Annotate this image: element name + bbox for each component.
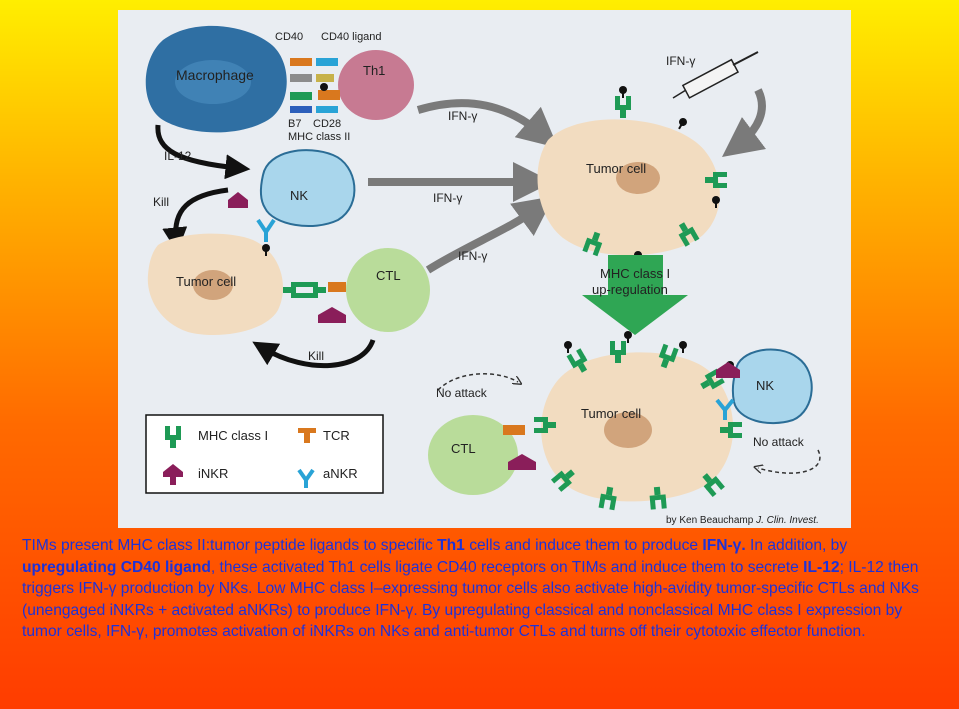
inkr-mid [318,307,346,323]
no-attack-arrow-2 [758,449,821,474]
inkr-top [228,192,248,208]
caption-bold: Th1 [437,537,465,554]
ifn-label-1: IFN-γ [448,109,477,123]
ifn-syringe-arrow [722,88,767,158]
ifn-label-2: IFN-γ [433,191,462,205]
kill-top-arrow [162,187,229,253]
syringe-icon [672,51,759,99]
nk-cell-bottom: NK [731,348,813,425]
nk-bottom-label: NK [756,378,774,393]
inkr-ctl-bottom [508,454,536,470]
ctl-cell-bottom: CTL [428,415,518,495]
caption-part: ; IL-12 then triggers IFN-γ production b… [22,558,919,641]
caption-bold: IL-12 [803,558,840,576]
caption-bold: IFN-γ. [702,537,746,554]
ctl-mid-label: CTL [376,268,401,283]
legend-ankr-label: aNKR [323,466,358,481]
ifn-label-3: IFN-γ [458,249,487,263]
upreg-line2: up-regulation [592,282,668,297]
ifn-syringe-label: IFN-γ [666,54,695,68]
synapse-receptors [290,58,340,113]
cd28-label: CD28 [313,118,341,130]
cd40-ligand-label: CD40 ligand [321,31,382,43]
tumor-cell-left: Tumor cell [147,233,284,336]
kill-bottom-arrow [252,338,376,369]
legend-mhc-label: MHC class I [198,428,268,443]
tumor-cell-bottom: Tumor cell [541,352,734,502]
cd40-label: CD40 [275,31,303,43]
mhc-class-ii-label: MHC class II [288,131,350,143]
tcr-mid [328,282,346,292]
immunology-diagram: Macrophage Th1 CD40 CD40 ligand B7 CD28 … [118,10,851,528]
b7-label: B7 [288,118,301,130]
nk-top-label: NK [290,188,308,203]
caption-part: cells and induce them to produce [464,537,703,554]
ifn-arrow-1 [416,99,559,149]
th1-label: Th1 [363,63,385,78]
kill-bottom-label: Kill [308,349,324,363]
tumor-cell-left-label: Tumor cell [176,274,236,289]
tumor-cell-bottom-label: Tumor cell [581,406,641,421]
upreg-line1: MHC class I [600,266,670,281]
kill-top-label: Kill [153,195,169,209]
th1-cell: Th1 [338,50,414,120]
legend-tcr-icon [298,428,316,443]
ankr-bottom [715,398,735,420]
macrophage-label: Macrophage [176,67,254,83]
no-attack-2-label: No attack [753,435,805,449]
no-attack-arrow-1 [437,373,518,391]
ankr-top [256,218,276,242]
credit-line: by Ken Beauchamp J. Clin. Invest. [666,515,819,526]
legend-inkr-icon [163,464,183,485]
inkr-bottom [716,362,740,378]
caption-text: TIMs present MHC class II:tumor peptide … [22,535,942,643]
upregulation-arrow [582,255,688,335]
tcr-bottom [503,425,525,435]
tumor-cell-top-label: Tumor cell [586,161,646,176]
il12-label: IL-12 [164,149,192,163]
legend-ankr-icon [297,468,315,488]
caption-bold: upregulating CD40 ligand [22,558,211,576]
caption-part: In addition, by [745,537,848,554]
ctl-cell-mid: CTL [346,248,430,332]
tumor-cell-top: Tumor cell [537,119,720,256]
legend-tcr-label: TCR [323,428,350,443]
ifn-arrow-3 [425,196,555,274]
legend-box: MHC class I TCR iNKR aNKR [145,414,384,494]
diagram-svg: Macrophage Th1 CD40 CD40 ligand B7 CD28 … [145,25,821,526]
il12-arrow [155,124,251,180]
nk-cell-top: NK [259,149,356,227]
caption-part: , these activated Th1 cells ligate CD40 … [210,558,804,576]
macrophage-cell: Macrophage [145,25,287,133]
ctl-bottom-label: CTL [451,441,476,456]
caption-part: TIMs present MHC class II:tumor peptide … [22,537,438,554]
no-attack-1-label: No attack [436,386,488,400]
legend-inkr-label: iNKR [198,466,228,481]
